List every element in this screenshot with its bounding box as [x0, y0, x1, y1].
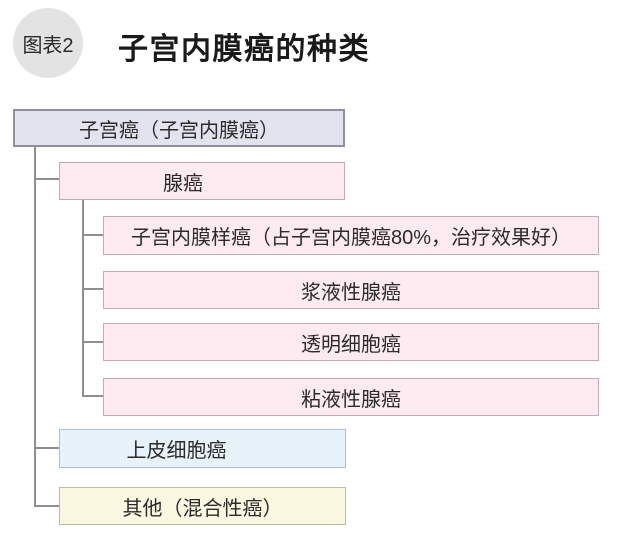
node-uterine-cancer: 子宫癌（子宫内膜癌） [13, 109, 345, 147]
node-label: 腺癌 [163, 172, 203, 195]
trunk-line-adenocarcinoma [82, 198, 84, 397]
node-label: 透明细胞癌 [301, 333, 401, 356]
trunk-line-root [34, 146, 36, 507]
figure-title: 子宫内膜癌的种类 [118, 33, 370, 66]
node-mucinous: 粘液性腺癌 [103, 378, 599, 416]
branch-line-mucinous [82, 395, 104, 397]
branch-line-other [34, 505, 59, 507]
branch-line-adenocarcinoma [34, 178, 60, 180]
node-label: 子宫内膜样癌（占子宫内膜癌80%，治疗效果好） [130, 227, 572, 249]
branch-line-epithelial [34, 447, 59, 449]
branch-line-endometrioid [82, 234, 104, 236]
node-clear-cell: 透明细胞癌 [103, 323, 599, 361]
node-endometrioid: 子宫内膜样癌（占子宫内膜癌80%，治疗效果好） [103, 216, 599, 255]
node-label: 浆液性腺癌 [301, 281, 401, 304]
node-serous: 浆液性腺癌 [103, 271, 599, 309]
node-label: 子宫癌（子宫内膜癌） [79, 119, 279, 142]
node-epithelial: 上皮细胞癌 [59, 429, 346, 468]
node-other-mixed: 其他（混合性癌） [59, 487, 346, 525]
node-label: 上皮细胞癌 [126, 440, 227, 462]
branch-line-clear-cell [82, 341, 104, 343]
node-label: 粘液性腺癌 [301, 388, 401, 411]
figure-badge-label: 图表2 [22, 34, 74, 57]
node-label: 其他（混合性癌） [122, 497, 283, 520]
figure-badge: 图表2 [13, 8, 83, 78]
node-adenocarcinoma: 腺癌 [59, 162, 345, 200]
branch-line-serous [82, 288, 104, 290]
